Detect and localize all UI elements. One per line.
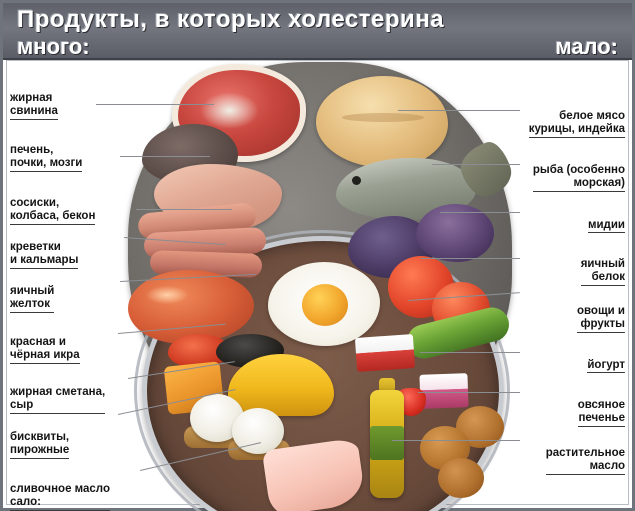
label-right-vegetable-oil-text: растительное масло — [545, 447, 625, 475]
food-fish-eye — [352, 176, 361, 185]
label-left-sausages-bacon: сосиски, колбаса, бекон — [10, 183, 96, 225]
label-left-sour-cream-cheese: жирная сметана, сыр — [10, 372, 106, 414]
food-photo-composition — [120, 58, 520, 511]
leader-line-left-3 — [136, 209, 232, 210]
food-yogurt-pack-3 — [419, 373, 469, 409]
label-right-oat-cookies-text: овсяное печенье — [577, 399, 625, 427]
label-right-vegetables-fruits: овощи и фрукты — [576, 291, 625, 333]
plate-rim — [134, 230, 510, 511]
label-right-white-poultry: белое мясо курицы, индейка — [528, 96, 625, 138]
label-left-sour-cream-cheese-text: жирная сметана, сыр — [10, 386, 106, 414]
label-left-biscuits-pastries-text: бисквиты, пирожные — [10, 431, 70, 459]
food-mussel-2 — [416, 204, 494, 262]
food-oat-cookie-3 — [438, 458, 484, 498]
label-right-egg-white: яичный белок — [580, 244, 625, 286]
label-left-sausages-bacon-text: сосиски, колбаса, бекон — [10, 197, 96, 225]
leader-line-right-3 — [440, 212, 520, 213]
food-cheese-wheel — [228, 354, 334, 416]
food-chicken — [316, 76, 448, 168]
label-left-biscuits-pastries: бисквиты, пирожные — [10, 417, 70, 459]
header-subtitle-low: мало: — [555, 34, 618, 59]
label-left-liver-kidneys-brains: печень, почки, мозги — [10, 130, 83, 172]
food-egg-yolk — [302, 284, 348, 326]
leader-line-right-2 — [432, 164, 520, 165]
leader-line-left-2 — [120, 156, 210, 157]
label-left-fatty-pork: жирная свинина — [10, 78, 58, 120]
label-right-yogurt: йогурт — [587, 345, 625, 373]
label-left-butter-lard-text: сливочное масло сало: — [10, 483, 110, 511]
label-left-shrimp-squid-text: креветки и кальмары — [10, 241, 79, 269]
food-oil-bottle-label — [370, 426, 404, 460]
header-bar: Продукты, в которых холестерина много: м… — [3, 3, 632, 60]
label-left-egg-yolk: яичный желток — [10, 271, 55, 313]
label-right-fish-text: рыба (особенно морская) — [532, 164, 625, 192]
label-left-egg-yolk-text: яичный желток — [10, 285, 55, 313]
leader-line-right-4 — [420, 258, 520, 259]
label-right-vegetables-fruits-text: овощи и фрукты — [576, 305, 625, 333]
label-right-mussels: мидии — [587, 205, 625, 233]
label-left-shrimp-squid: креветки и кальмары — [10, 227, 79, 269]
label-right-oat-cookies: овсяное печенье — [577, 385, 625, 427]
food-shrimp — [128, 270, 254, 344]
leader-line-right-7 — [418, 392, 520, 393]
label-left-fatty-pork-text: жирная свинина — [10, 92, 58, 120]
leader-line-right-1 — [398, 110, 520, 111]
leader-line-right-6 — [420, 352, 520, 353]
label-left-caviar-text: красная и чёрная икра — [10, 336, 80, 364]
label-left-liver-kidneys-brains-text: печень, почки, мозги — [10, 144, 83, 172]
label-right-yogurt-text: йогурт — [587, 359, 625, 373]
label-left-caviar: красная и чёрная икра — [10, 322, 80, 364]
label-right-white-poultry-text: белое мясо курицы, индейка — [528, 110, 625, 138]
label-right-egg-white-text: яичный белок — [580, 258, 625, 286]
page-title: Продукты, в которых холестерина — [17, 6, 445, 33]
label-right-fish: рыба (особенно морская) — [532, 150, 625, 192]
header-subtitle-high: много: — [17, 34, 90, 59]
leader-line-right-8 — [392, 440, 520, 441]
label-right-mussels-text: мидии — [587, 219, 625, 233]
label-left-butter-lard: сливочное масло сало: — [10, 469, 110, 511]
label-right-vegetable-oil: растительное масло — [545, 433, 625, 475]
leader-line-left-1 — [96, 104, 214, 105]
